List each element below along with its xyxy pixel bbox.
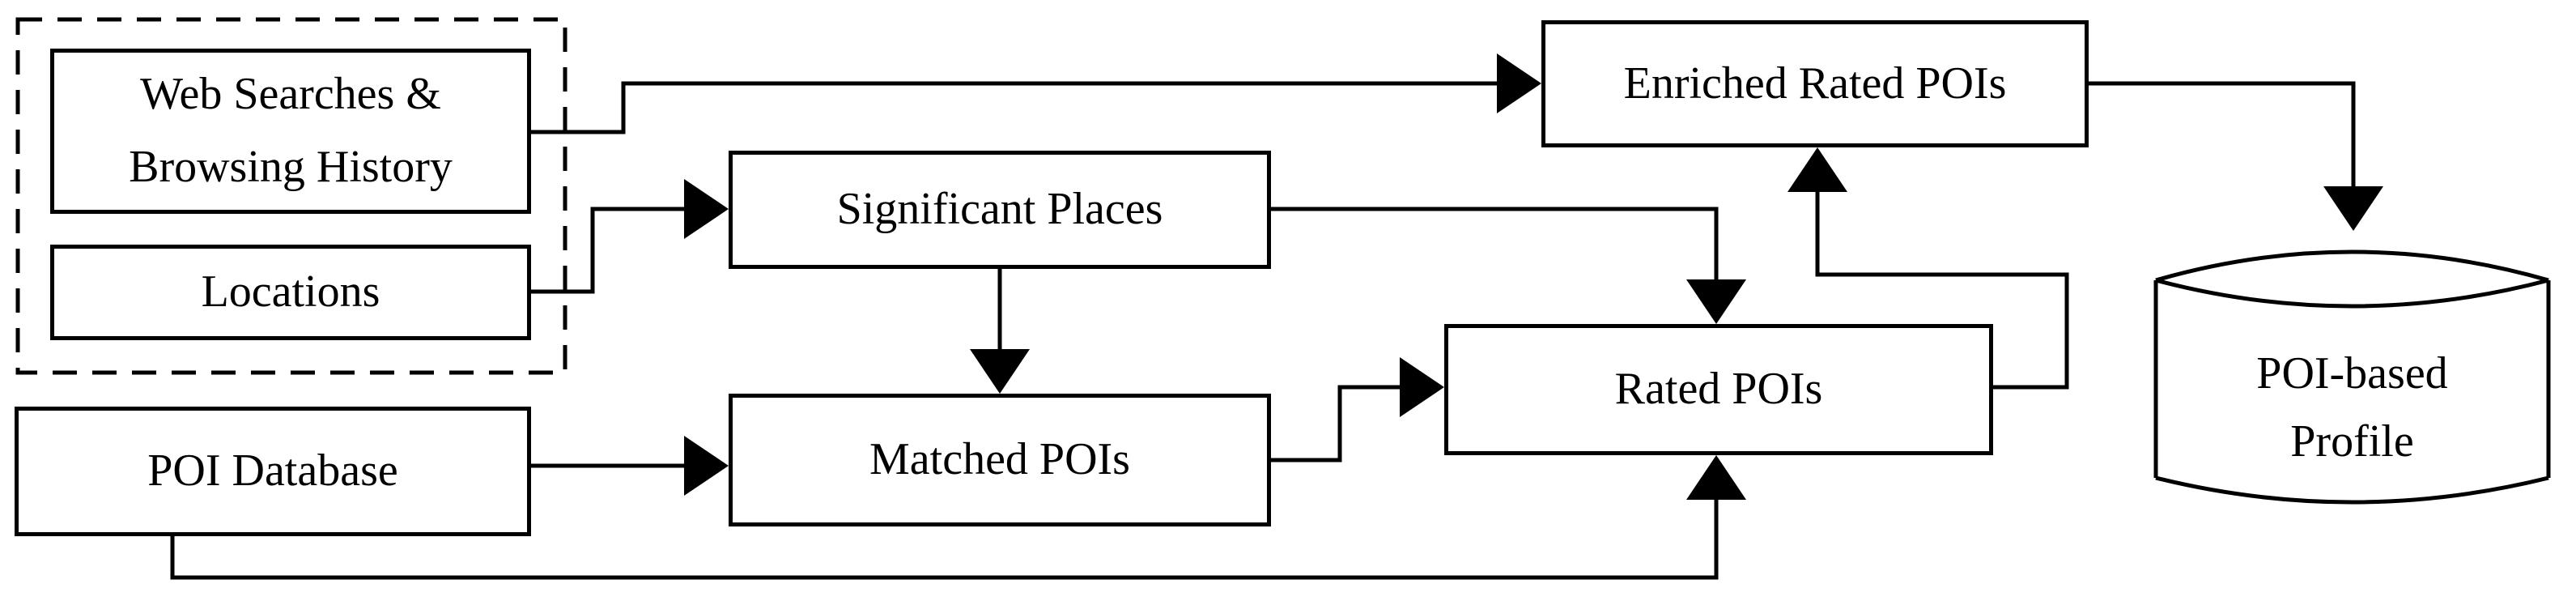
edge-enriched-to-profile-line: [2089, 81, 2356, 186]
node-locations: Locations: [50, 245, 531, 340]
dashed-input-group-border: [15, 17, 567, 375]
node-profile-label-line1: POI-based: [2256, 348, 2448, 399]
arrowhead-matched-to-rated: [1400, 357, 1444, 417]
arrowhead-web-to-enriched: [1497, 53, 1541, 113]
node-profile-label-line2: Profile: [2290, 416, 2414, 467]
node-enriched-rated-pois: Enriched Rated POIs: [1541, 20, 2089, 147]
node-matched-pois: Matched POIs: [729, 394, 1271, 526]
node-poi-based-profile: POI-based Profile: [2156, 330, 2548, 484]
node-matched-pois-label: Matched POIs: [869, 434, 1130, 485]
arrowhead-locations-to-significant: [684, 179, 729, 239]
node-poi-database: POI Database: [15, 407, 531, 536]
node-web-label-line1: Web Searches &: [140, 69, 441, 120]
node-rated-pois: Rated POIs: [1444, 324, 1993, 455]
edge-matched-to-rated-line: [1271, 385, 1400, 462]
node-rated-pois-label: Rated POIs: [1614, 364, 1823, 415]
node-web-searches-browsing-history: Web Searches & Browsing History: [50, 49, 531, 214]
edge-significant-to-rated-line: [1271, 207, 1719, 279]
edge-locations-to-significant-line: [531, 207, 684, 294]
node-poi-database-label: POI Database: [147, 445, 398, 497]
arrowhead-poidb-to-rated: [1686, 455, 1746, 500]
edge-poidb-to-rated-line: [170, 500, 1719, 580]
database-cylinder-icon: [2153, 249, 2551, 505]
arrowhead-significant-to-matched: [970, 349, 1030, 394]
arrowhead-poidb-to-matched: [684, 436, 729, 496]
node-significant-places-label: Significant Places: [836, 184, 1163, 235]
node-enriched-rated-pois-label: Enriched Rated POIs: [1623, 58, 2007, 109]
arrowhead-rated-to-enriched: [1787, 147, 1847, 192]
node-locations-label: Locations: [201, 266, 380, 318]
node-significant-places: Significant Places: [729, 151, 1271, 269]
node-web-label-line2: Browsing History: [129, 142, 453, 192]
arrowhead-enriched-to-profile: [2323, 186, 2383, 231]
edge-rated-to-enriched-line: [1815, 192, 2069, 390]
edge-web-to-enriched-line: [531, 81, 1497, 134]
arrowhead-significant-to-rated: [1686, 279, 1746, 324]
